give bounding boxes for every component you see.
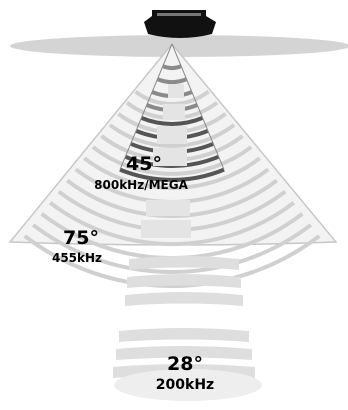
mega-beam-edge [171, 43, 225, 170]
center-column [141, 84, 191, 238]
mega-angle-label: 45° [126, 153, 162, 175]
narrow-beam-band [125, 292, 243, 306]
mega-beam-edge [119, 43, 173, 170]
center-column-block [146, 200, 190, 216]
narrow-beam-band [119, 328, 249, 342]
wide-beam-arc [83, 156, 261, 190]
center-column-block [157, 126, 187, 144]
wide-beam-arc [134, 90, 210, 106]
mega-beam-arc [140, 116, 204, 126]
wide-beam-arc [91, 145, 253, 176]
narrow-beam-band [116, 346, 252, 360]
narrow-beam-band [127, 274, 241, 288]
mega-beam-arc [162, 64, 182, 70]
wide-beam-arc [108, 123, 236, 148]
water-surface [10, 35, 348, 57]
narrow-angle-label: 28° [167, 353, 203, 375]
wide-beam-arc [31, 223, 313, 275]
mega-frequency-label: 800kHz/MEGA [94, 178, 188, 192]
wide-frequency-label: 455kHz [52, 251, 102, 265]
center-column-block [153, 148, 187, 166]
mega-beam-arc [119, 167, 225, 182]
wide-beam-arc [23, 234, 321, 288]
mega-beam-arc [156, 77, 188, 84]
center-column-block [141, 220, 191, 238]
wide-beam-arc [48, 201, 296, 246]
center-column-block [163, 104, 185, 120]
narrow-beam-footprint [114, 369, 262, 401]
narrow-beam-bands [113, 256, 255, 378]
center-column-block [168, 84, 184, 98]
narrow-frequency-label: 200kHz [156, 377, 214, 393]
boat-icon [144, 10, 216, 38]
narrow-beam-band [129, 256, 239, 270]
wide-angle-label: 75° [63, 227, 99, 249]
